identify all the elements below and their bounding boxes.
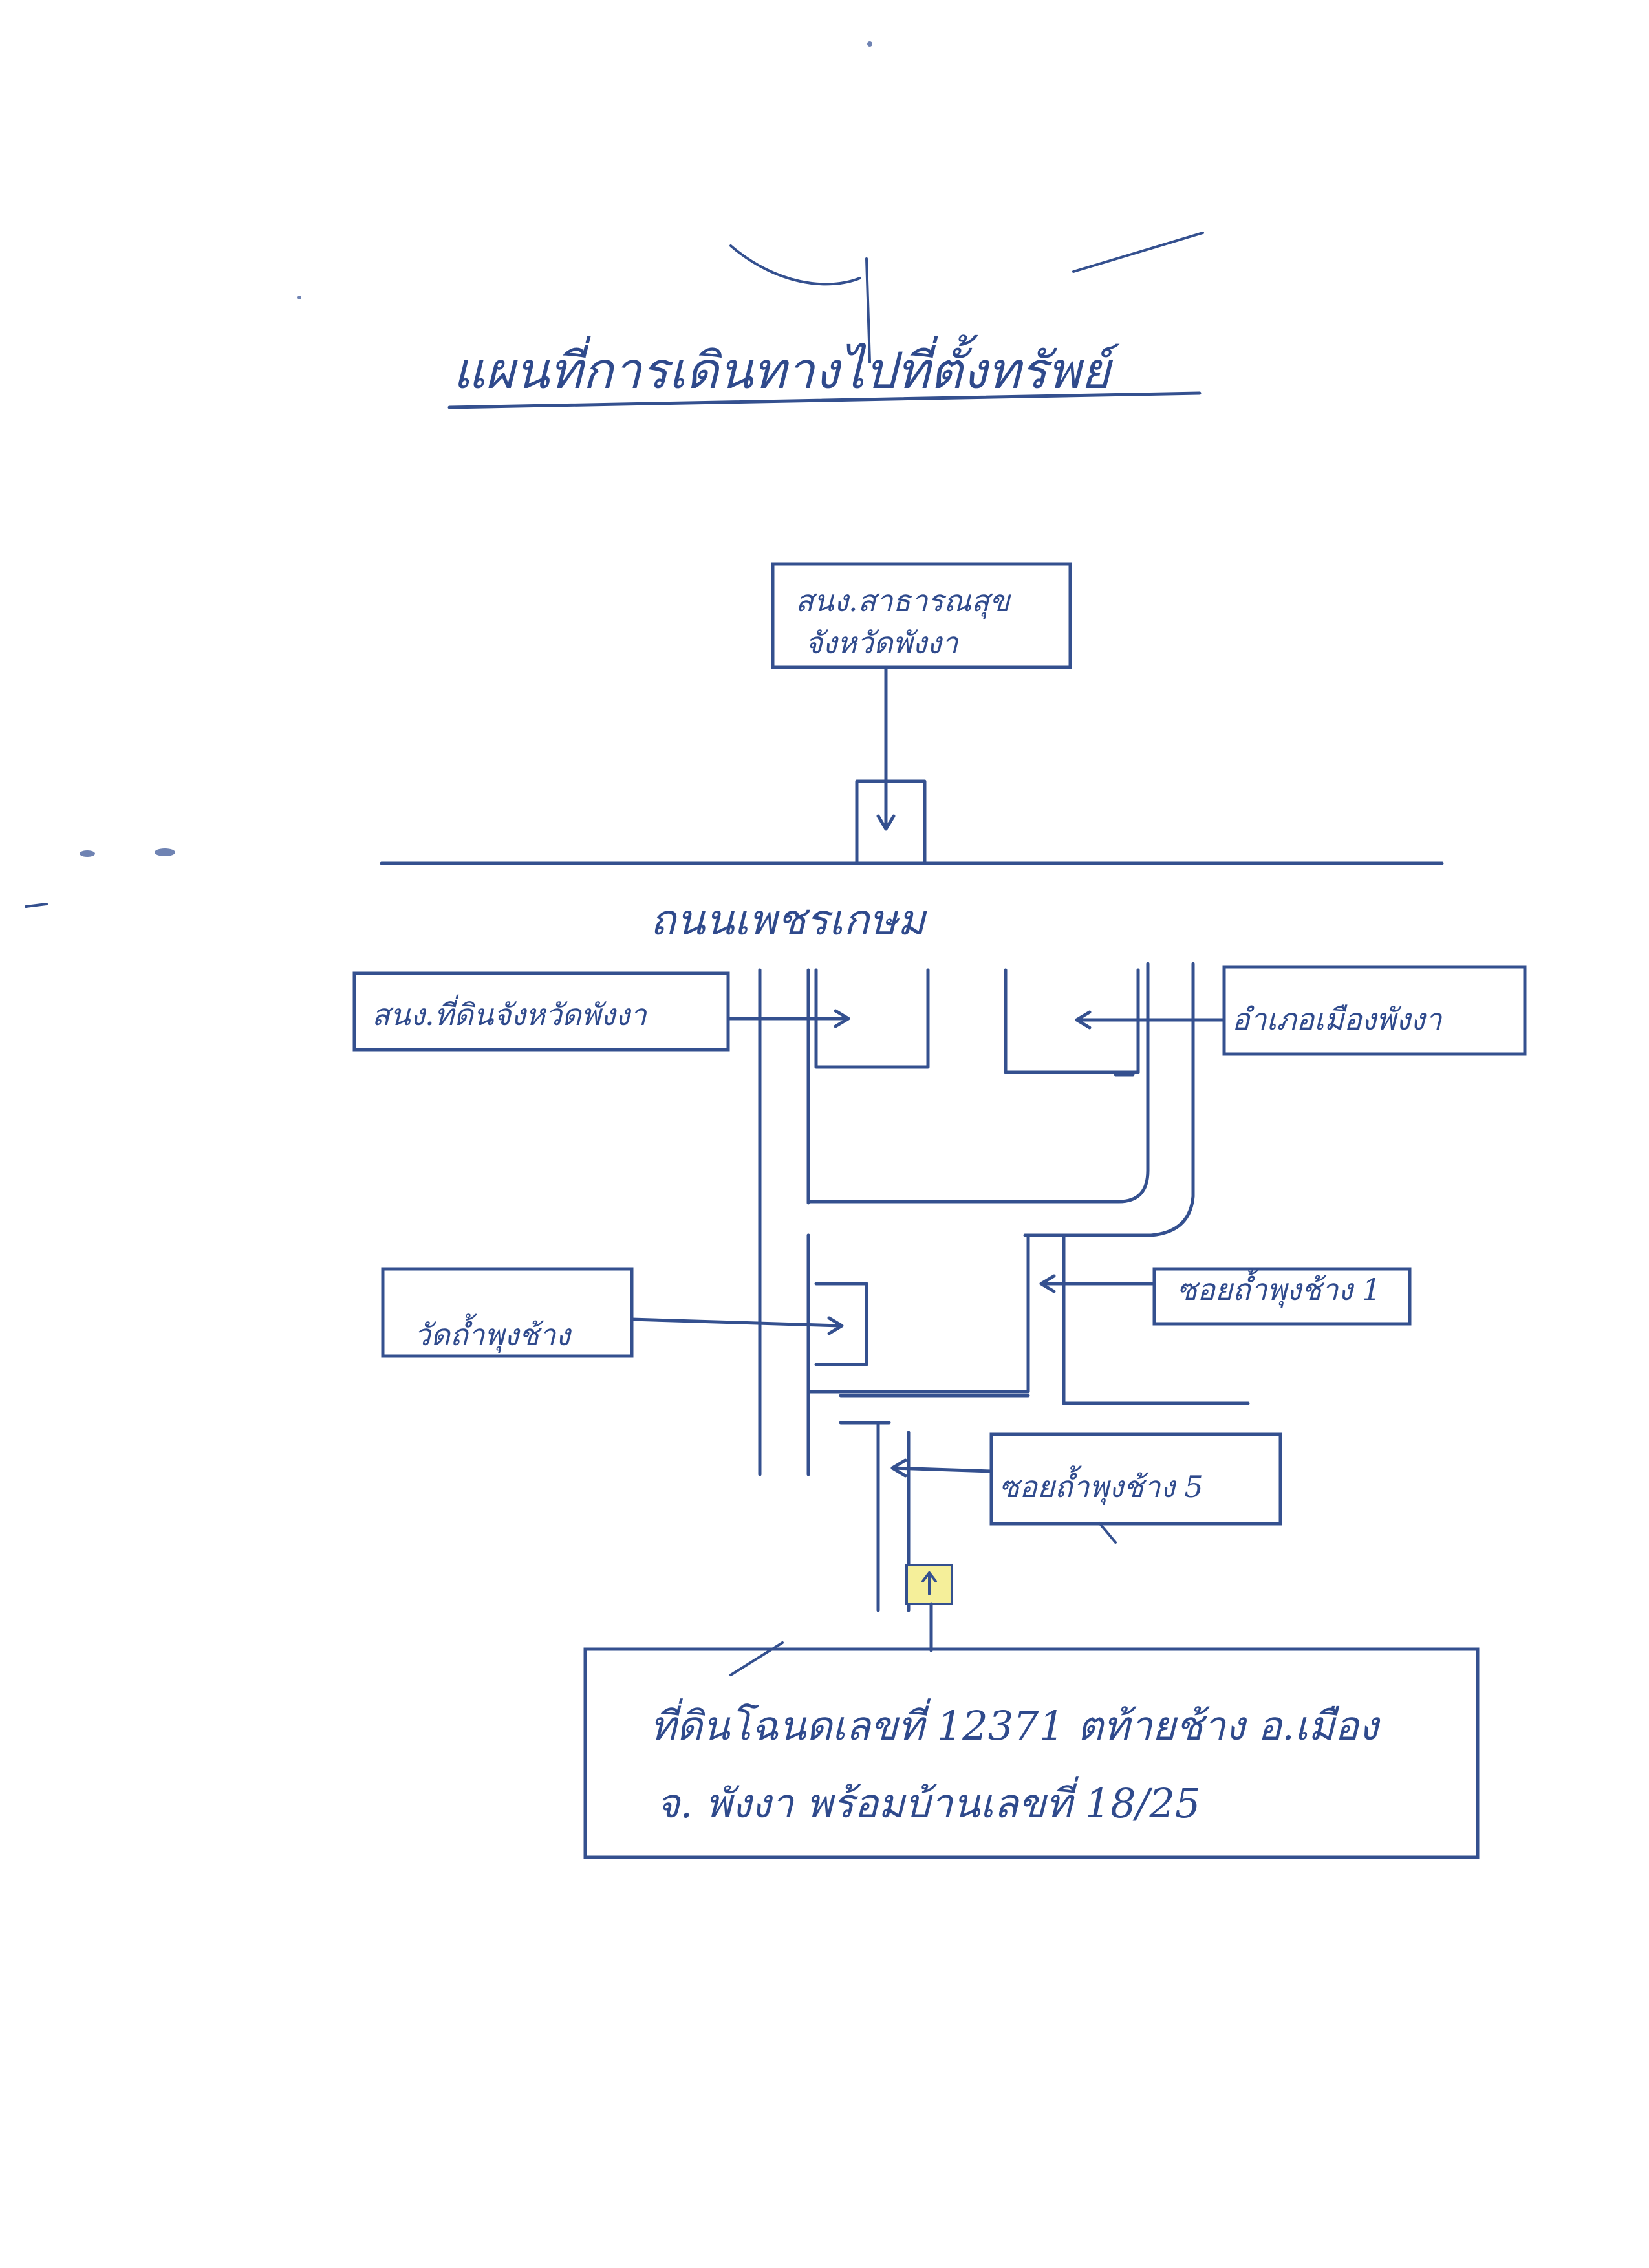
soi-1-box: ซอยถ้ำพุงช้าง 1 <box>1152 1267 1412 1326</box>
land-office-compound <box>814 968 930 1069</box>
connector-road-outer <box>1023 962 1195 1237</box>
health-office-arrowhead <box>876 814 896 831</box>
health-office-gate <box>855 779 927 865</box>
soi-5-arrow-line <box>890 1466 993 1473</box>
district-office-box: อำเภอเมืองพังงา <box>1222 965 1527 1056</box>
temple-arrow-line <box>630 1317 843 1328</box>
scan-speck <box>155 848 175 856</box>
scan-mark <box>25 903 48 908</box>
connector-road-inner <box>806 962 1150 1204</box>
address-box-corner-mark <box>729 1641 784 1676</box>
district-office-label: อำเภอเมืองพังงา <box>1232 1002 1443 1037</box>
soi-5-box: ซอยถ้ำพุงช้าง 5 <box>989 1432 1282 1526</box>
title-flourish <box>729 244 861 286</box>
temple-arrowhead <box>827 1316 844 1335</box>
title-flourish-3 <box>1072 232 1204 273</box>
health-office-line2: จังหวัดพังงา <box>805 625 960 660</box>
land-office-arrowhead <box>834 1009 850 1028</box>
soi-1-arrowhead <box>1039 1274 1056 1293</box>
temple-compound-inner <box>814 1282 868 1366</box>
district-office-compound <box>1004 968 1140 1074</box>
soi-5-arrowhead <box>890 1458 907 1478</box>
scan-speck <box>867 41 872 47</box>
health-office-box: สนง.สาธารณสุข จังหวัดพังงา <box>771 562 1072 669</box>
land-office-label: สนง.ที่ดินจังหวัดพังงา <box>372 994 648 1032</box>
health-office-line1: สนง.สาธารณสุข <box>795 583 1011 619</box>
temple-box: วัดถ้ำพุงช้าง <box>381 1267 634 1358</box>
temple-compound-outer <box>806 1233 1030 1394</box>
property-marker-icon <box>921 1571 937 1595</box>
soi-5-tail-mark <box>1098 1522 1117 1544</box>
soi-5-label: ซอยถ้ำพุงช้าง 5 <box>999 1465 1203 1505</box>
land-office-box: สนง.ที่ดินจังหวัดพังงา <box>352 971 730 1052</box>
soi-1-label: ซอยถ้ำพุงช้าง 1 <box>1177 1268 1381 1308</box>
scan-speck <box>297 296 301 299</box>
scan-speck <box>80 850 95 857</box>
temple-label: วัดถ้ำพุงช้าง <box>414 1313 572 1353</box>
road-label: ถนนเพชรเกษม <box>650 895 928 945</box>
property-address-box: ที่ดินโฉนดเลขที่ 12371 ตท้ายช้าง อ.เมือง… <box>583 1647 1480 1859</box>
property-line2: จ. พังงา พร้อมบ้านเลขที่ 18/25 <box>656 1776 1200 1827</box>
district-office-arrowhead <box>1075 1010 1092 1030</box>
title-flourish-2 <box>865 257 871 363</box>
property-line1: ที่ดินโฉนดเลขที่ 12371 ตท้ายช้าง อ.เมือง <box>650 1698 1381 1749</box>
map-title: แผนที่การเดินทางไปที่ตั้งทรัพย์ <box>453 334 1120 400</box>
title-underline <box>447 391 1202 409</box>
